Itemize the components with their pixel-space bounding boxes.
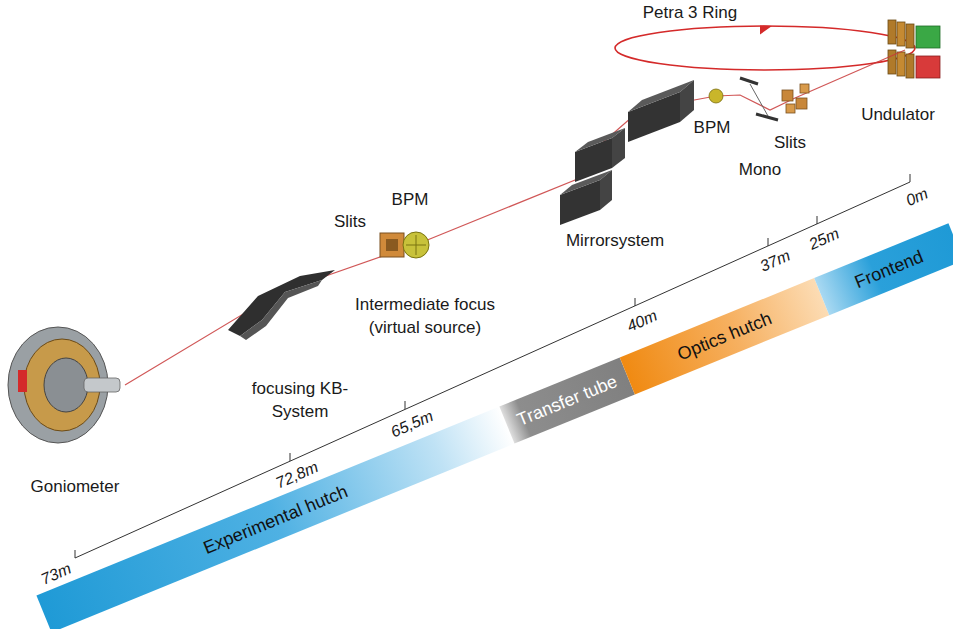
component-label: focusing KB-System (240, 378, 360, 424)
storage-ring (615, 26, 915, 71)
component-label: Slits (774, 132, 806, 155)
component-label: Undulator (861, 104, 935, 127)
hutch-name: Experimental hutch (195, 478, 357, 560)
distance-label: 0m (902, 183, 931, 212)
slits-optics (782, 84, 809, 113)
goniometer (8, 327, 120, 443)
distance-axis (75, 174, 910, 558)
hutch-name: Optics hutch (669, 305, 781, 367)
component-label: BPM (392, 189, 429, 212)
monochromator (740, 78, 778, 120)
hutch-segment: Transfer tube (499, 357, 634, 443)
hutch-name: Transfer tube (508, 368, 626, 432)
hutch-name: Frontend (846, 244, 932, 295)
component-label: Slits (334, 211, 366, 234)
beam-path (125, 50, 905, 385)
component-label: Mono (739, 159, 782, 182)
undulator (888, 20, 940, 78)
kb-mirrors (228, 270, 335, 340)
mirror-system (560, 80, 694, 225)
slits-bpm-experimental (380, 232, 429, 258)
hutch-segment: Experimental hutch (36, 407, 514, 629)
component-label: Intermediate focus (virtual source) (330, 294, 520, 340)
distance-label: 25m (805, 223, 842, 255)
distance-label: 40m (623, 305, 660, 337)
component-label: Goniometer (31, 476, 120, 499)
distance-label: 37m (756, 245, 793, 277)
bpm-optics (709, 89, 723, 103)
component-label: Mirrorsystem (566, 230, 664, 253)
component-label: Petra 3 Ring (643, 2, 738, 25)
hutch-band: Experimental hutch Transfer tube Optics hu… (36, 223, 953, 629)
hutch-segment: Optics hutch (620, 278, 830, 394)
component-label: BPM (694, 117, 731, 140)
